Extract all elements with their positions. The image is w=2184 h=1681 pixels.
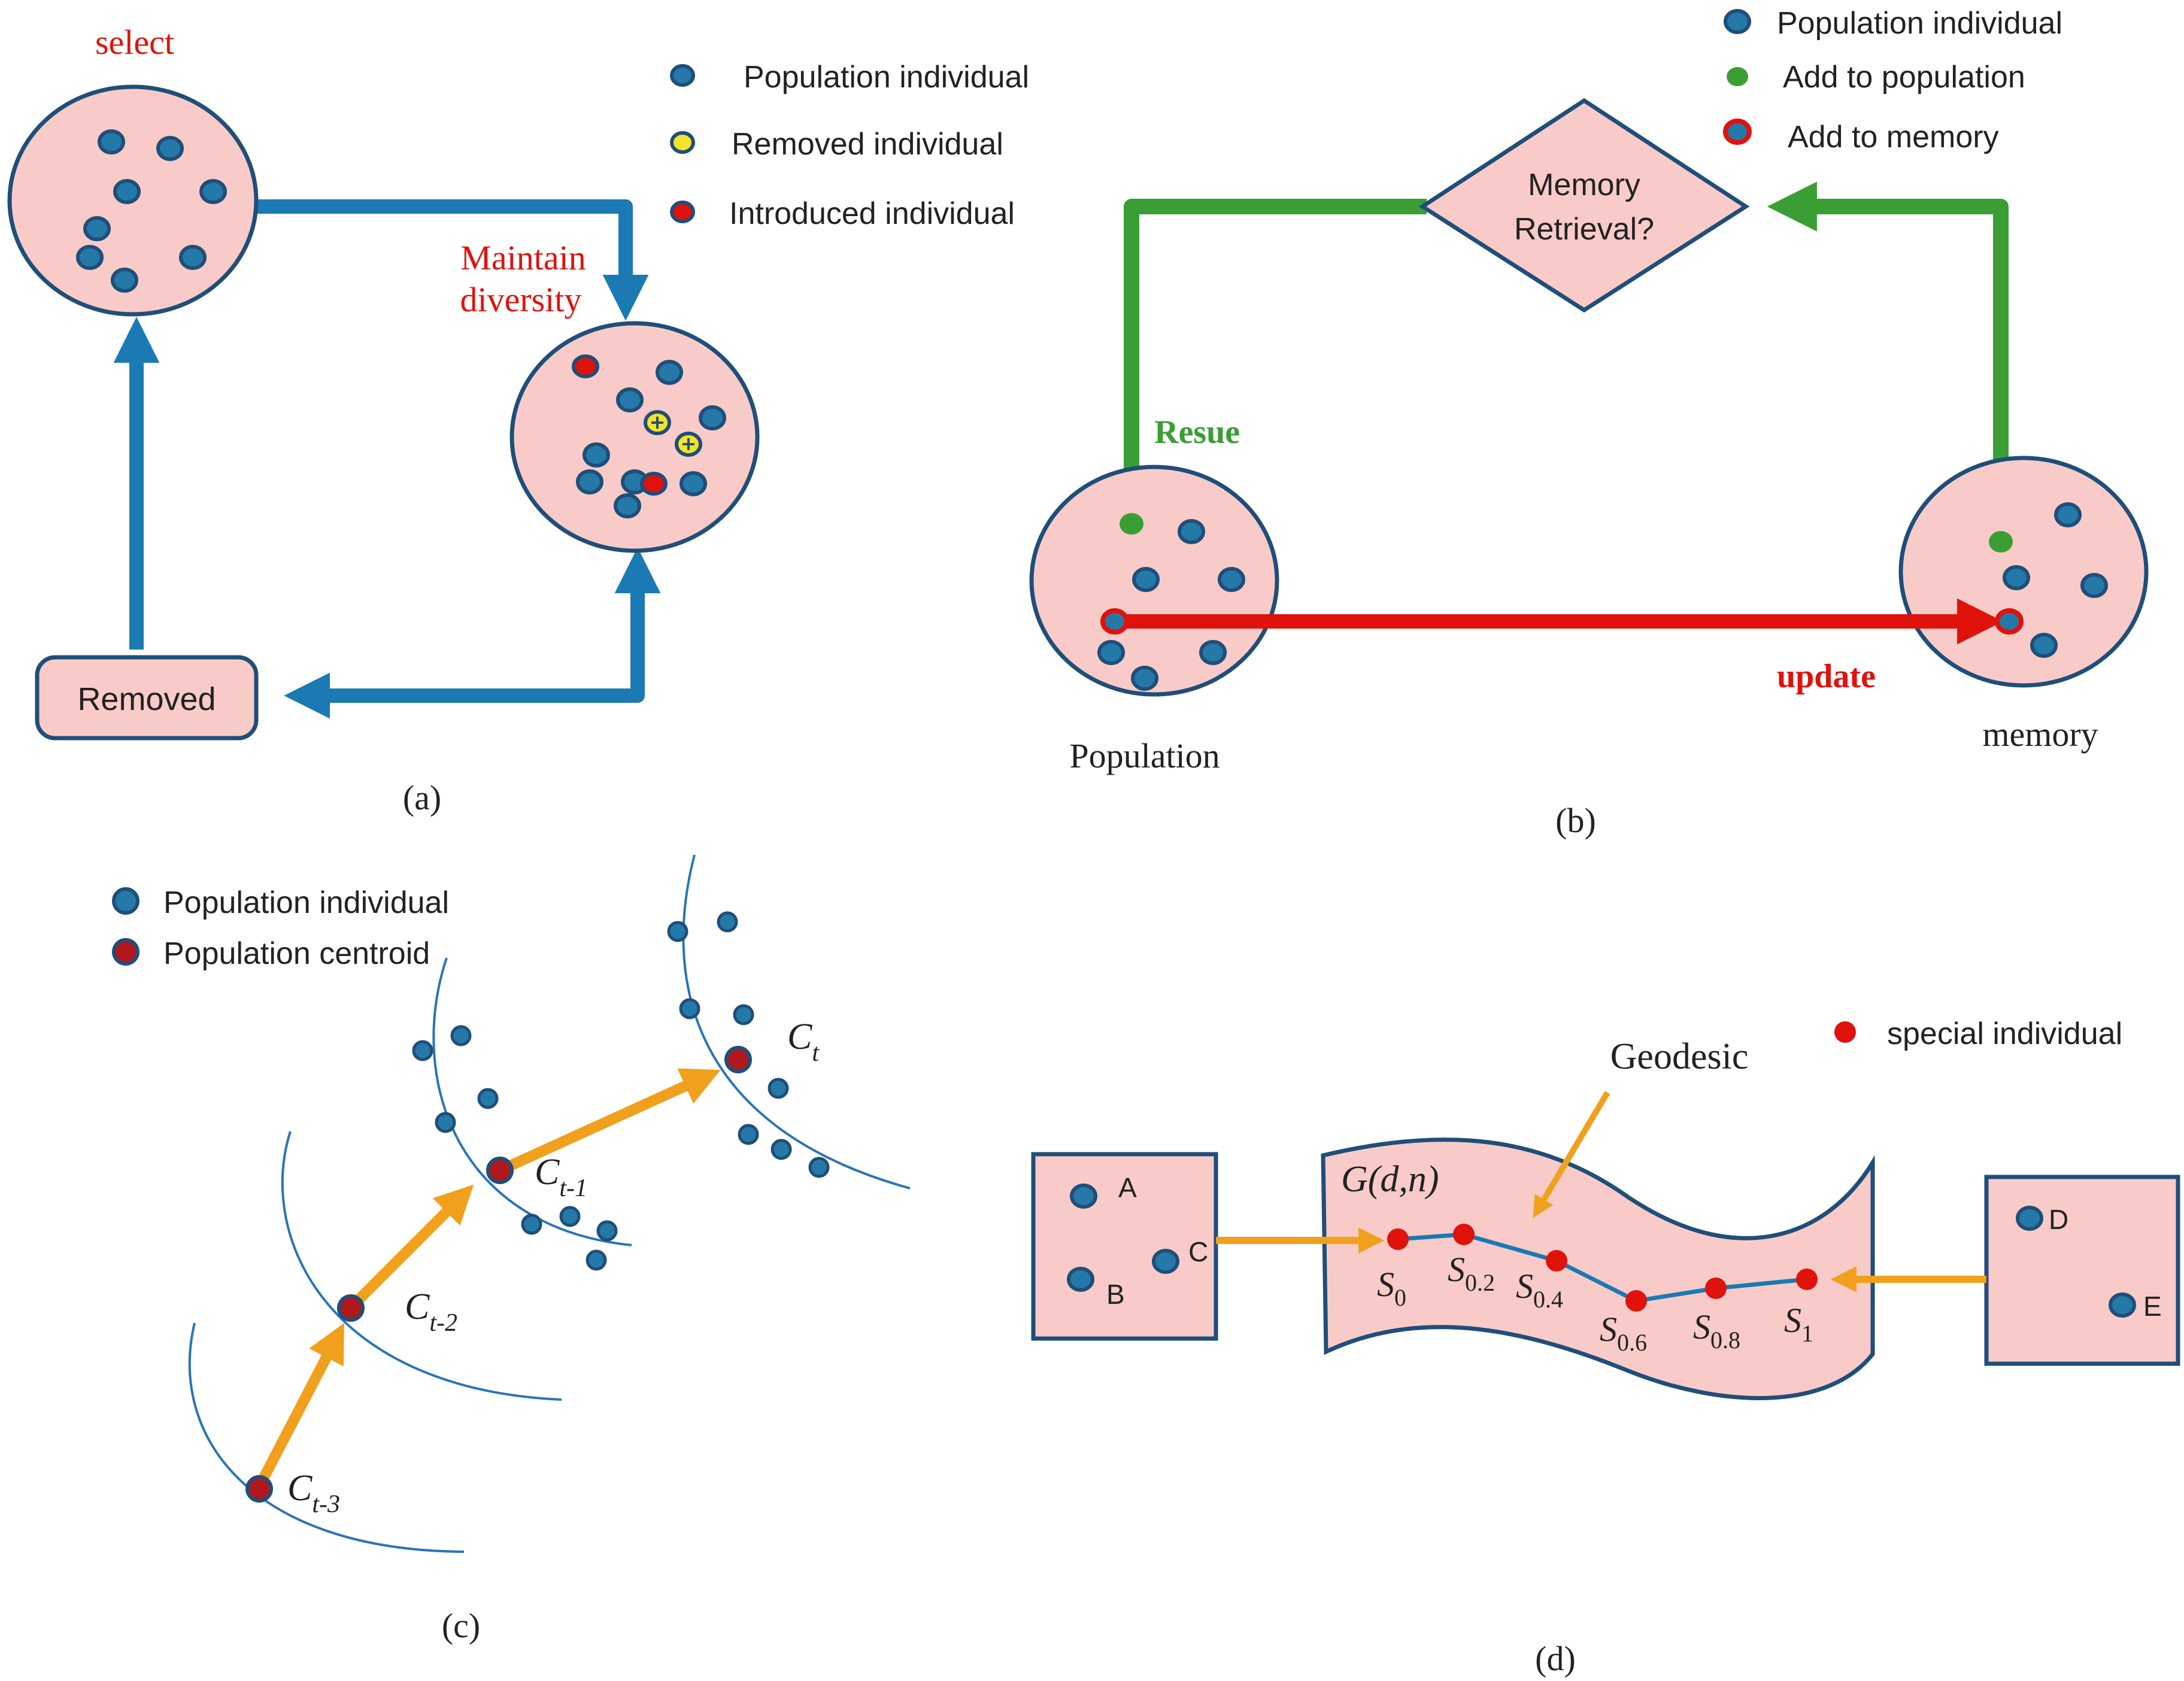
centroid-dots (245, 1046, 752, 1503)
memory-dots (2003, 502, 2108, 658)
population-added-green-dot (1120, 513, 1143, 535)
select-population-dots (76, 129, 227, 293)
legend-a-introduced-text: Introduced individual (729, 196, 1015, 231)
panel-c: Ct Ct-1 Ct-2 Ct-3 Population individual … (112, 854, 911, 1645)
legend-c-population-text: Population individual (163, 885, 449, 920)
panel-d: A B C D E G(d,n) S0 S0.2 S0.4 S0.6 (1031, 1017, 2180, 1678)
legend-a: Population individual Removed individual… (670, 60, 1029, 231)
caption-d: (d) (1535, 1639, 1576, 1678)
legend-d-special-marker (1834, 1021, 1856, 1043)
point-d-label: D (2049, 1204, 2068, 1235)
legend-d-special-text: special individual (1887, 1017, 2122, 1051)
legend-a-population-text: Population individual (744, 60, 1029, 95)
update-label: update (1777, 658, 1876, 695)
geodesic-pointer-arrow (1533, 1091, 1610, 1218)
removed-box-label: Removed (77, 681, 216, 717)
legend-b: Population individual Add to population … (1723, 6, 2062, 154)
population-arcs (189, 854, 911, 1553)
centroid-trajectory (254, 1068, 721, 1491)
legend-d: special individual (1834, 1017, 2122, 1051)
right-box-dots (2016, 1206, 2136, 1318)
legend-c-centroid-text: Population centroid (163, 936, 430, 971)
legend-b-add-population-text: Add to population (1783, 60, 2025, 95)
s1-label: S1 (1784, 1301, 1813, 1347)
population-scatter-dots (412, 911, 830, 1271)
s06-label: S0.6 (1600, 1310, 1647, 1356)
legend-a-population-marker (670, 64, 695, 87)
arrow-select-to-maintain (251, 199, 649, 321)
legend-a-introduced-marker (670, 201, 695, 223)
point-c-label: C (1188, 1236, 1208, 1267)
maintain-label-line1: Maintain (460, 238, 586, 277)
s0-label: S0 (1377, 1265, 1406, 1311)
arrow-to-removed (284, 672, 645, 719)
legend-a-removed-marker (670, 131, 695, 154)
panel-b: Memory Retrieval? Resue update Populatio (1029, 6, 2149, 840)
memory-label: memory (1982, 715, 2098, 754)
maintain-diversity-circle (509, 321, 760, 553)
maintain-label-line2: diversity (460, 280, 582, 319)
caption-b: (b) (1555, 801, 1596, 840)
s04-label: S0.4 (1516, 1267, 1563, 1313)
legend-b-add-population-marker (1727, 67, 1748, 86)
left-space-box (1031, 1152, 1218, 1341)
legend-b-add-memory-marker (1723, 119, 1752, 145)
population-red-ring-dot (1100, 608, 1129, 635)
left-box-dots (1067, 1184, 1179, 1292)
geodesic-label: Geodesic (1610, 1036, 1749, 1077)
legend-c-population-marker (112, 887, 139, 915)
legend-b-add-memory-text: Add to memory (1788, 120, 1999, 154)
removed-individual-dots (644, 410, 702, 457)
memory-red-ring-dot (1995, 608, 2024, 635)
memory-green-dot (1989, 531, 2013, 553)
legend-b-population-marker (1724, 9, 1751, 34)
introduced-individual-dots (572, 354, 668, 496)
green-line-right (1767, 181, 2009, 515)
caption-a: (a) (403, 778, 441, 817)
manifold-label: G(d,n) (1341, 1159, 1439, 1200)
centroid-label-ct-3: Ct-3 (287, 1468, 340, 1518)
point-b-label: B (1106, 1279, 1125, 1310)
s08-label: S0.8 (1693, 1307, 1740, 1354)
legend-c: Population individual Population centroi… (112, 885, 449, 971)
green-line-left (1106, 199, 1427, 547)
memory-retrieval-diamond (1418, 98, 1750, 313)
legend-c-centroid-marker (112, 938, 139, 966)
diamond-text-line1: Memory (1528, 168, 1640, 202)
centroid-label-ct-2: Ct-2 (405, 1286, 457, 1337)
special-individual-dots (1387, 1224, 1818, 1312)
legend-a-removed-text: Removed individual (732, 127, 1003, 162)
grassmann-manifold-shape (1321, 1137, 1875, 1400)
resue-label: Resue (1154, 414, 1240, 451)
caption-c: (c) (442, 1606, 480, 1645)
geodesic-path (1397, 1232, 1807, 1303)
right-space-box (1984, 1175, 2180, 1366)
centroid-label-ct-1: Ct-1 (535, 1152, 587, 1202)
panel-a: Removed select Maintain diversity Popula… (7, 23, 1029, 817)
removed-box (35, 655, 259, 741)
centroid-label-ct: Ct (787, 1017, 820, 1067)
diamond-text-line2: Retrieval? (1514, 212, 1654, 247)
population-dots (1097, 519, 1245, 691)
point-a-label: A (1118, 1172, 1137, 1203)
maintain-population-dots (576, 360, 726, 518)
population-label: Population (1069, 736, 1220, 775)
select-label: select (95, 23, 174, 62)
legend-b-population-text: Population individual (1777, 6, 2062, 41)
s02-label: S0.2 (1448, 1250, 1495, 1296)
point-e-label: E (2143, 1291, 2162, 1322)
